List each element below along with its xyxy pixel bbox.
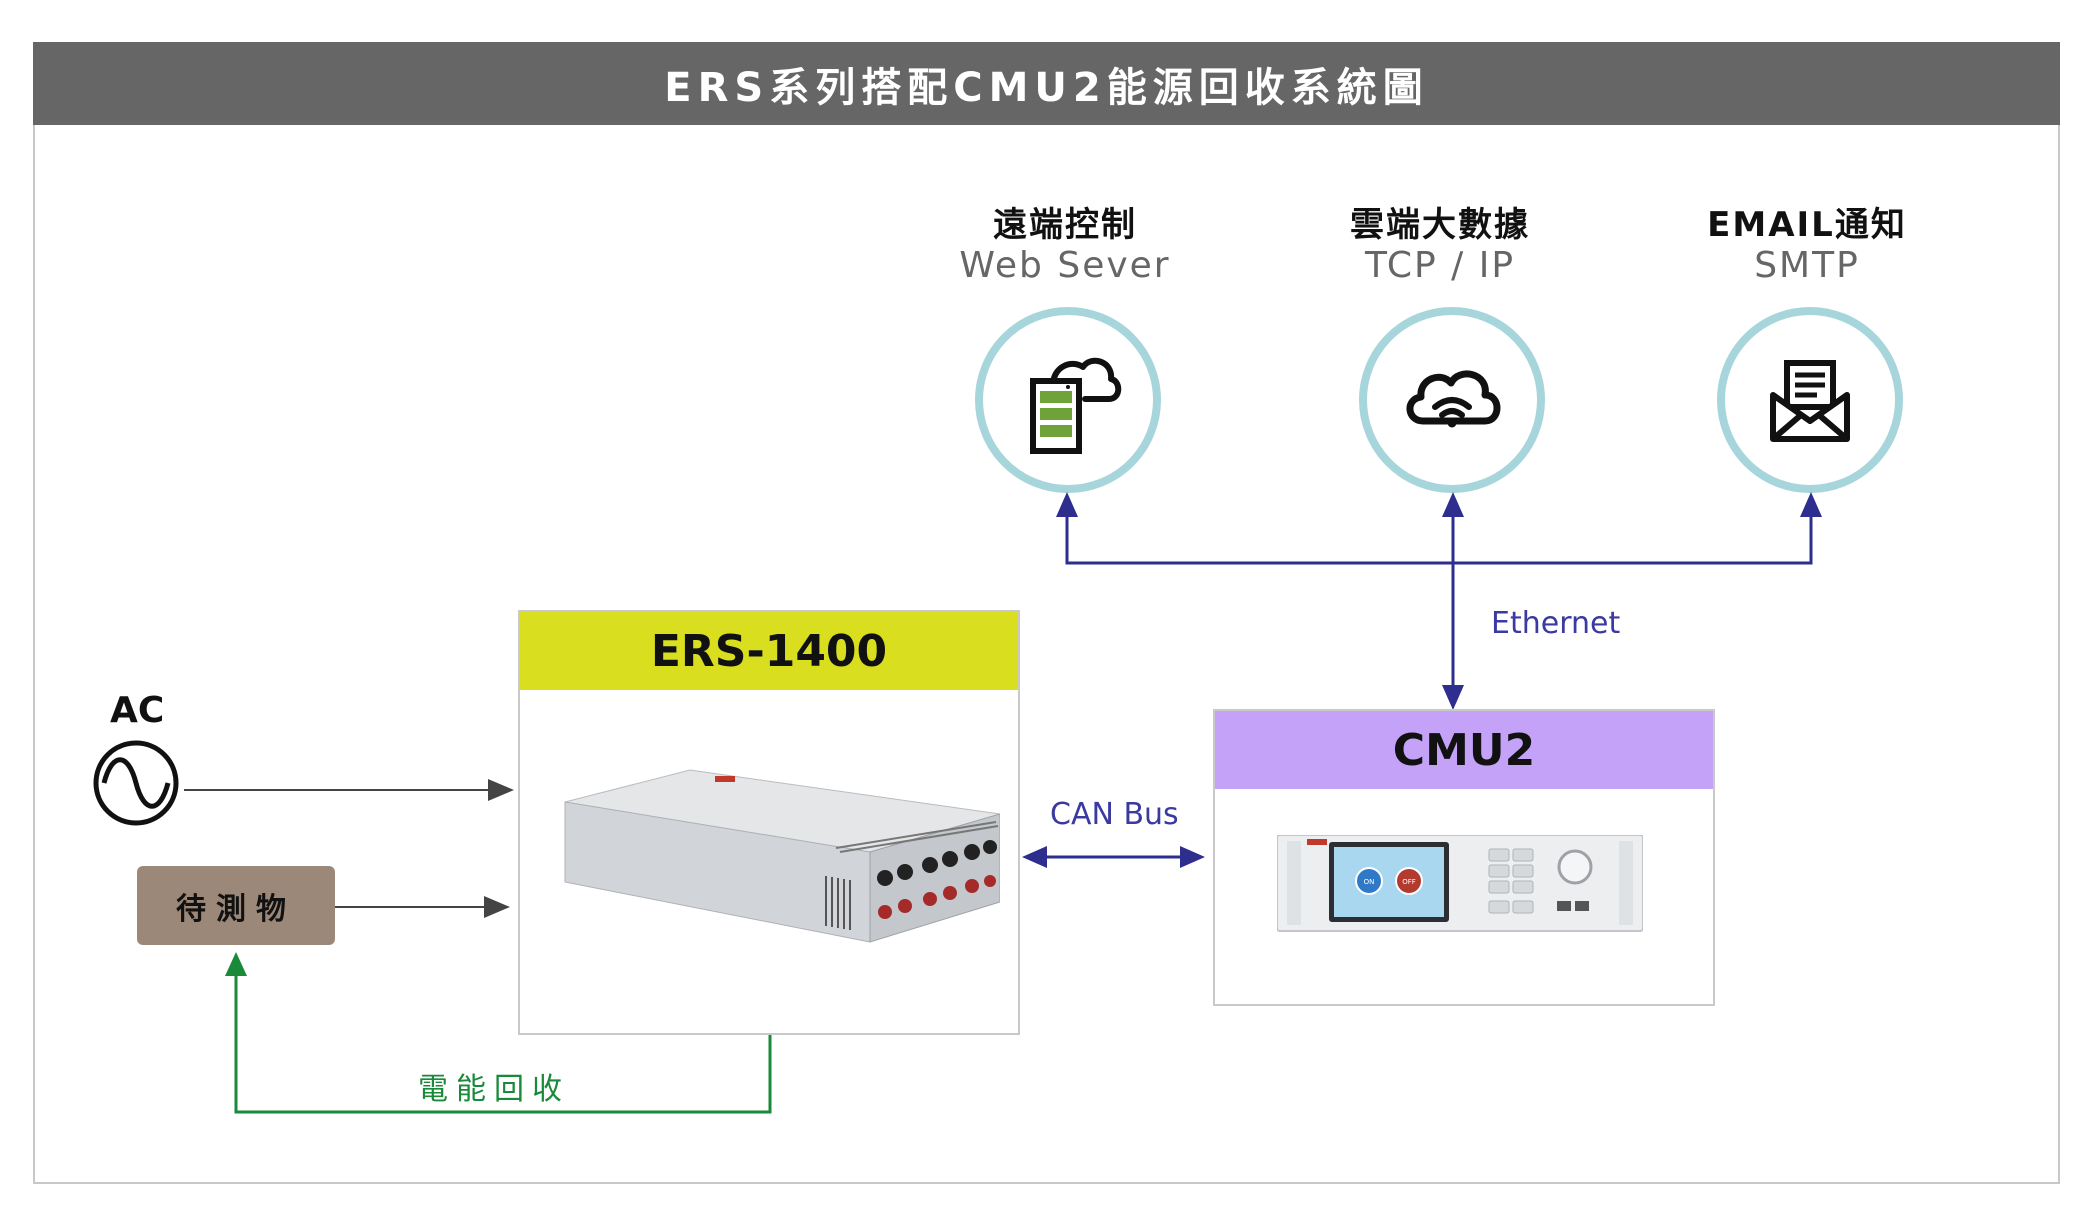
service-title: 雲端大數據 [1350,205,1530,245]
service-subtitle: SMTP [1754,245,1860,286]
arrowhead-recovery [225,952,247,976]
service-cloud-label: 雲端大數據 TCP / IP [1280,208,1600,284]
recovery-line [234,968,772,1114]
ers-header: ERS-1400 [520,612,1018,690]
ac-label: AC [110,690,165,731]
arrowhead-can-right [1180,846,1205,868]
service-title: EMAIL通知 [1707,205,1907,245]
cmu-header: CMU2 [1215,711,1713,789]
arrowhead-remote [1056,492,1078,517]
diagram-title: ERS系列搭配CMU2能源回收系統圖 [33,42,2060,125]
service-title: 遠端控制 [993,205,1137,245]
email-icon [1770,360,1850,442]
canbus-label: CAN Bus [1050,797,1179,832]
cmu-screen-off-text: OFF [1402,878,1416,886]
arrowhead-cloud [1442,492,1464,517]
arrowhead-can-left [1022,846,1047,868]
service-email-label: EMAIL通知 SMTP [1647,208,1967,284]
ac-source-icon [93,740,179,826]
recovery-label: 電能回收 [418,1072,570,1107]
dut-box: 待測物 [137,866,335,945]
ethernet-bus [1065,510,1813,690]
ers-1400-box: ERS-1400 [518,610,1020,1035]
server-cloud-icon [1030,357,1122,454]
service-circle-remote [975,307,1161,493]
cmu-screen-on-text: ON [1364,878,1375,886]
cloud-wifi-icon [1406,370,1501,428]
cmu2-device-image: ON OFF [1277,835,1643,932]
cmu2-box: CMU2 ON OFF [1213,709,1715,1006]
service-subtitle: Web Sever [959,245,1171,286]
ethernet-label: Ethernet [1491,606,1621,641]
arrowhead-email [1800,492,1822,517]
arrowhead-dut [484,896,510,918]
service-remote-control-label: 遠端控制 Web Sever [905,208,1225,284]
service-subtitle: TCP / IP [1364,245,1516,286]
service-circle-cloud [1359,307,1545,493]
arrowhead-ac [488,779,514,801]
ers-device-image [564,769,1000,943]
service-circle-email [1717,307,1903,493]
arrowhead-cmu [1442,685,1464,710]
